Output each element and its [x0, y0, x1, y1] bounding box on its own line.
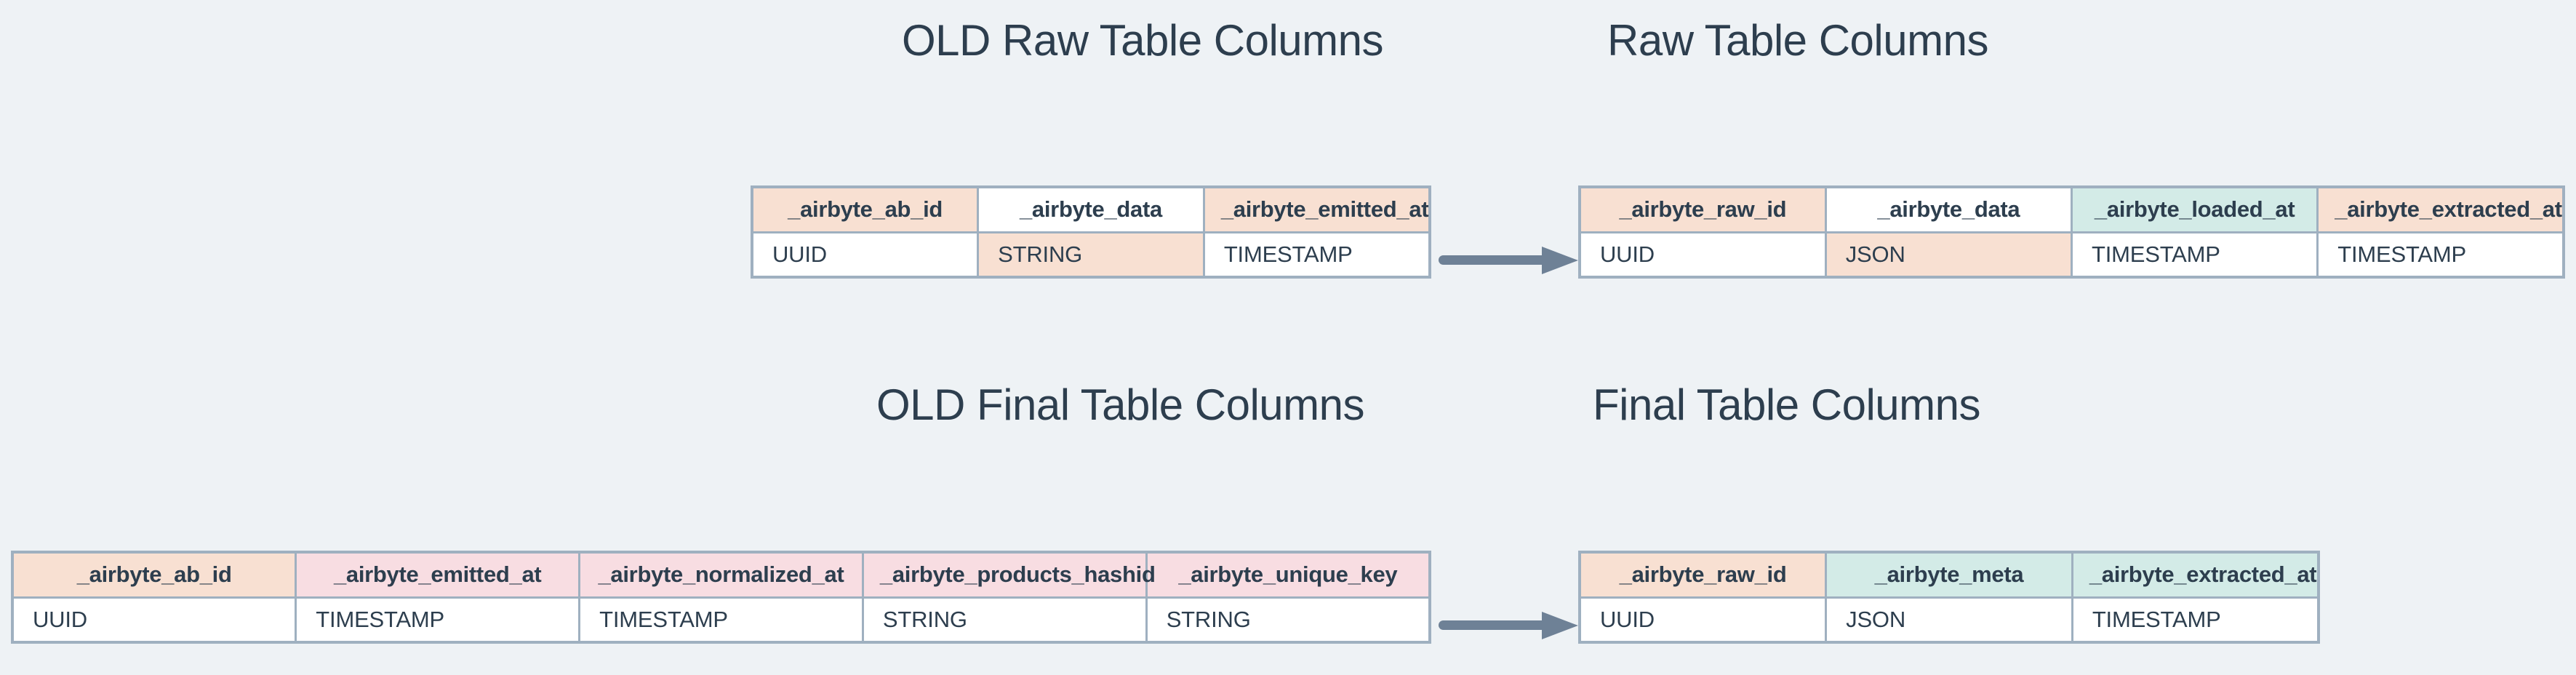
table-header-row: _airbyte_raw_id_airbyte_meta_airbyte_ext…: [1578, 551, 2320, 599]
column-header-cell: _airbyte_raw_id: [1578, 551, 1828, 599]
column-type-cell: TIMESTAMP: [2316, 231, 2565, 279]
table-header-row: _airbyte_ab_id_airbyte_data_airbyte_emit…: [751, 185, 1431, 233]
column-type-cell: STRING: [977, 231, 1205, 279]
old-raw-table: _airbyte_ab_id_airbyte_data_airbyte_emit…: [751, 185, 1431, 279]
column-header-cell: _airbyte_loaded_at: [2070, 185, 2319, 233]
title-old-raw-table: OLD Raw Table Columns: [902, 16, 1384, 65]
title-new-final-table: Final Table Columns: [1593, 380, 1981, 429]
column-type-cell: TIMESTAMP: [1202, 231, 1431, 279]
column-header-cell: _airbyte_data: [977, 185, 1205, 233]
column-type-cell: STRING: [861, 596, 1148, 644]
table-header-row: _airbyte_ab_id_airbyte_emitted_at_airbyt…: [11, 551, 1431, 599]
column-header-cell: _airbyte_meta: [1825, 551, 2073, 599]
column-type-cell: TIMESTAMP: [295, 596, 581, 644]
old-final-table: _airbyte_ab_id_airbyte_emitted_at_airbyt…: [11, 551, 1431, 644]
column-header-cell: _airbyte_extracted_at: [2316, 185, 2565, 233]
column-type-cell: JSON: [1824, 231, 2073, 279]
column-header-cell: _airbyte_emitted_at: [1202, 185, 1431, 233]
column-type-cell: TIMESTAMP: [2070, 231, 2319, 279]
column-header-cell: _airbyte_data: [1824, 185, 2073, 233]
title-new-raw-table: Raw Table Columns: [1607, 16, 1988, 65]
column-type-cell: UUID: [751, 231, 980, 279]
table-header-row: _airbyte_raw_id_airbyte_data_airbyte_loa…: [1578, 185, 2565, 233]
final-migration-arrow: [1439, 610, 1578, 641]
new-raw-table: _airbyte_raw_id_airbyte_data_airbyte_loa…: [1578, 185, 2565, 279]
column-header-cell: _airbyte_unique_key: [1145, 551, 1431, 599]
column-header-cell: _airbyte_raw_id: [1578, 185, 1827, 233]
column-type-cell: UUID: [1578, 231, 1827, 279]
column-type-cell: TIMESTAMP: [578, 596, 864, 644]
column-header-cell: _airbyte_emitted_at: [295, 551, 581, 599]
column-header-cell: _airbyte_products_hashid: [861, 551, 1156, 599]
column-header-cell: _airbyte_extracted_at: [2071, 551, 2320, 599]
column-type-cell: UUID: [11, 596, 297, 644]
column-header-cell: _airbyte_normalized_at: [578, 551, 864, 599]
column-type-cell: JSON: [1825, 596, 2073, 644]
column-type-cell: UUID: [1578, 596, 1828, 644]
raw-migration-arrow: [1439, 245, 1578, 276]
column-header-cell: _airbyte_ab_id: [751, 185, 980, 233]
column-header-cell: _airbyte_ab_id: [11, 551, 297, 599]
column-type-cell: TIMESTAMP: [2071, 596, 2320, 644]
column-type-cell: STRING: [1145, 596, 1431, 644]
new-final-table: _airbyte_raw_id_airbyte_meta_airbyte_ext…: [1578, 551, 2320, 644]
title-old-final-table: OLD Final Table Columns: [876, 380, 1365, 429]
